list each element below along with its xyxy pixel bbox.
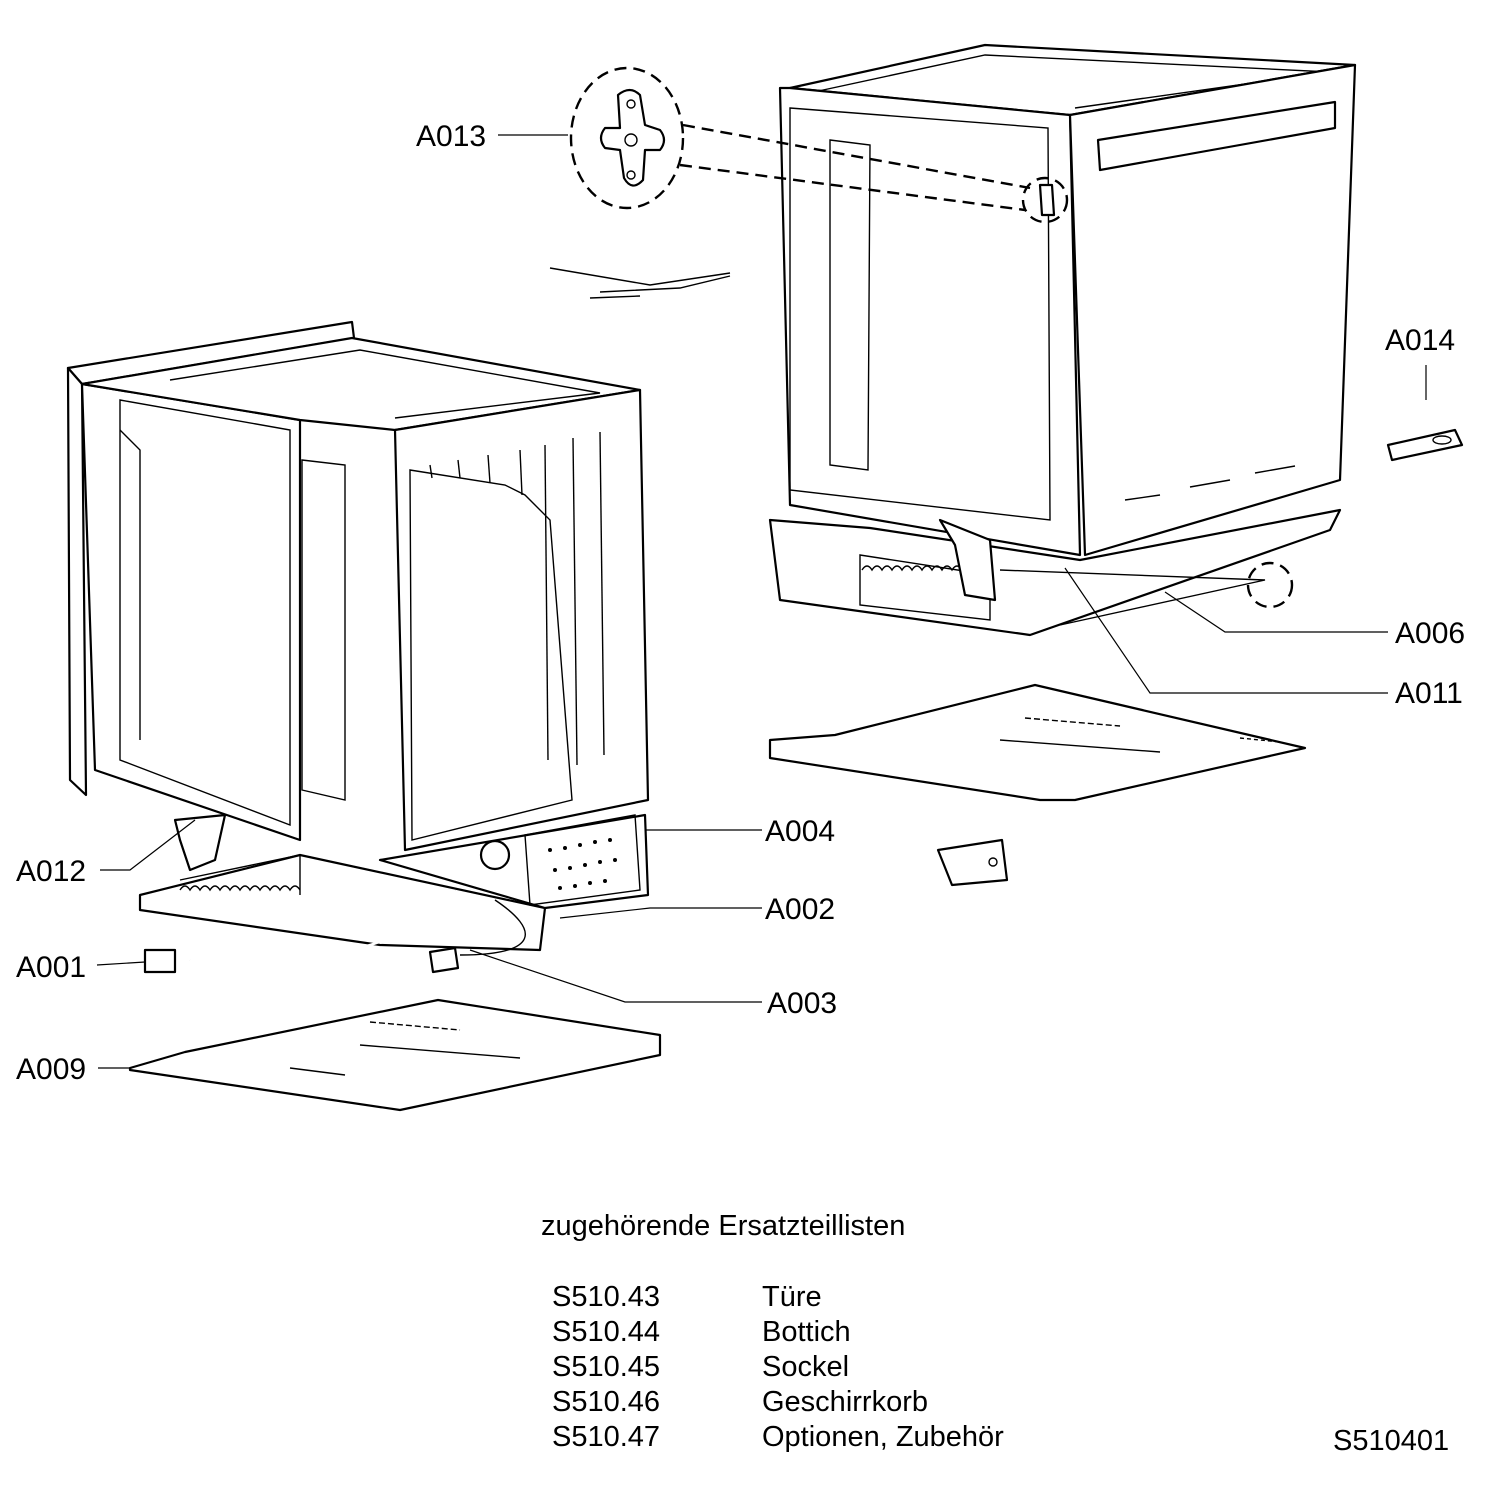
callout-A014: A014: [1385, 324, 1455, 357]
left-dishwasher-assembly: [66, 320, 650, 974]
reference-description: Optionen, Zubehör: [762, 1421, 1004, 1453]
reference-row: S510.43 Türe: [552, 1281, 1152, 1316]
reference-code: S510.46: [552, 1386, 661, 1418]
bracket-rod: [549, 267, 731, 299]
reference-code: S510.45: [552, 1351, 661, 1383]
callout-A013: A013: [416, 120, 486, 153]
reference-code: S510.43: [552, 1281, 661, 1313]
reference-row: S510.47 Optionen, Zubehör: [552, 1421, 1152, 1456]
callout-A001: A001: [16, 951, 86, 984]
right-dishwasher-assembly: [768, 43, 1357, 637]
reference-code: S510.47: [552, 1421, 661, 1453]
callout-A012: A012: [16, 855, 86, 888]
cover-cap: [936, 838, 1009, 887]
callout-A002: A002: [765, 893, 835, 926]
bottom-plate-right: [768, 683, 1307, 802]
callout-A011: A011: [1395, 677, 1463, 710]
pump-housing: [524, 814, 641, 906]
reference-description: Sockel: [762, 1351, 850, 1383]
small-clip-part: [1386, 428, 1464, 462]
hinge-plate-detail: [569, 66, 1031, 212]
reference-row: S510.46 Geschirrkorb: [552, 1386, 1152, 1421]
reference-description: Bottich: [762, 1316, 851, 1348]
callout-A009: A009: [16, 1053, 86, 1086]
drawing-number: S510401: [1333, 1425, 1450, 1457]
callout-A003: A003: [767, 987, 837, 1020]
callout-A006: A006: [1395, 617, 1465, 650]
callout-A004: A004: [765, 815, 835, 848]
reference-description: Geschirrkorb: [762, 1386, 928, 1418]
reference-row: S510.44 Bottich: [552, 1316, 1152, 1351]
references-heading: zugehörende Ersatzteillisten: [541, 1210, 906, 1242]
bottom-plate-left: [128, 998, 662, 1112]
reference-row: S510.45 Sockel: [552, 1351, 1152, 1386]
reference-code: S510.44: [552, 1316, 661, 1348]
leader-lines: [96, 134, 1427, 1069]
reference-description: Türe: [762, 1281, 822, 1313]
